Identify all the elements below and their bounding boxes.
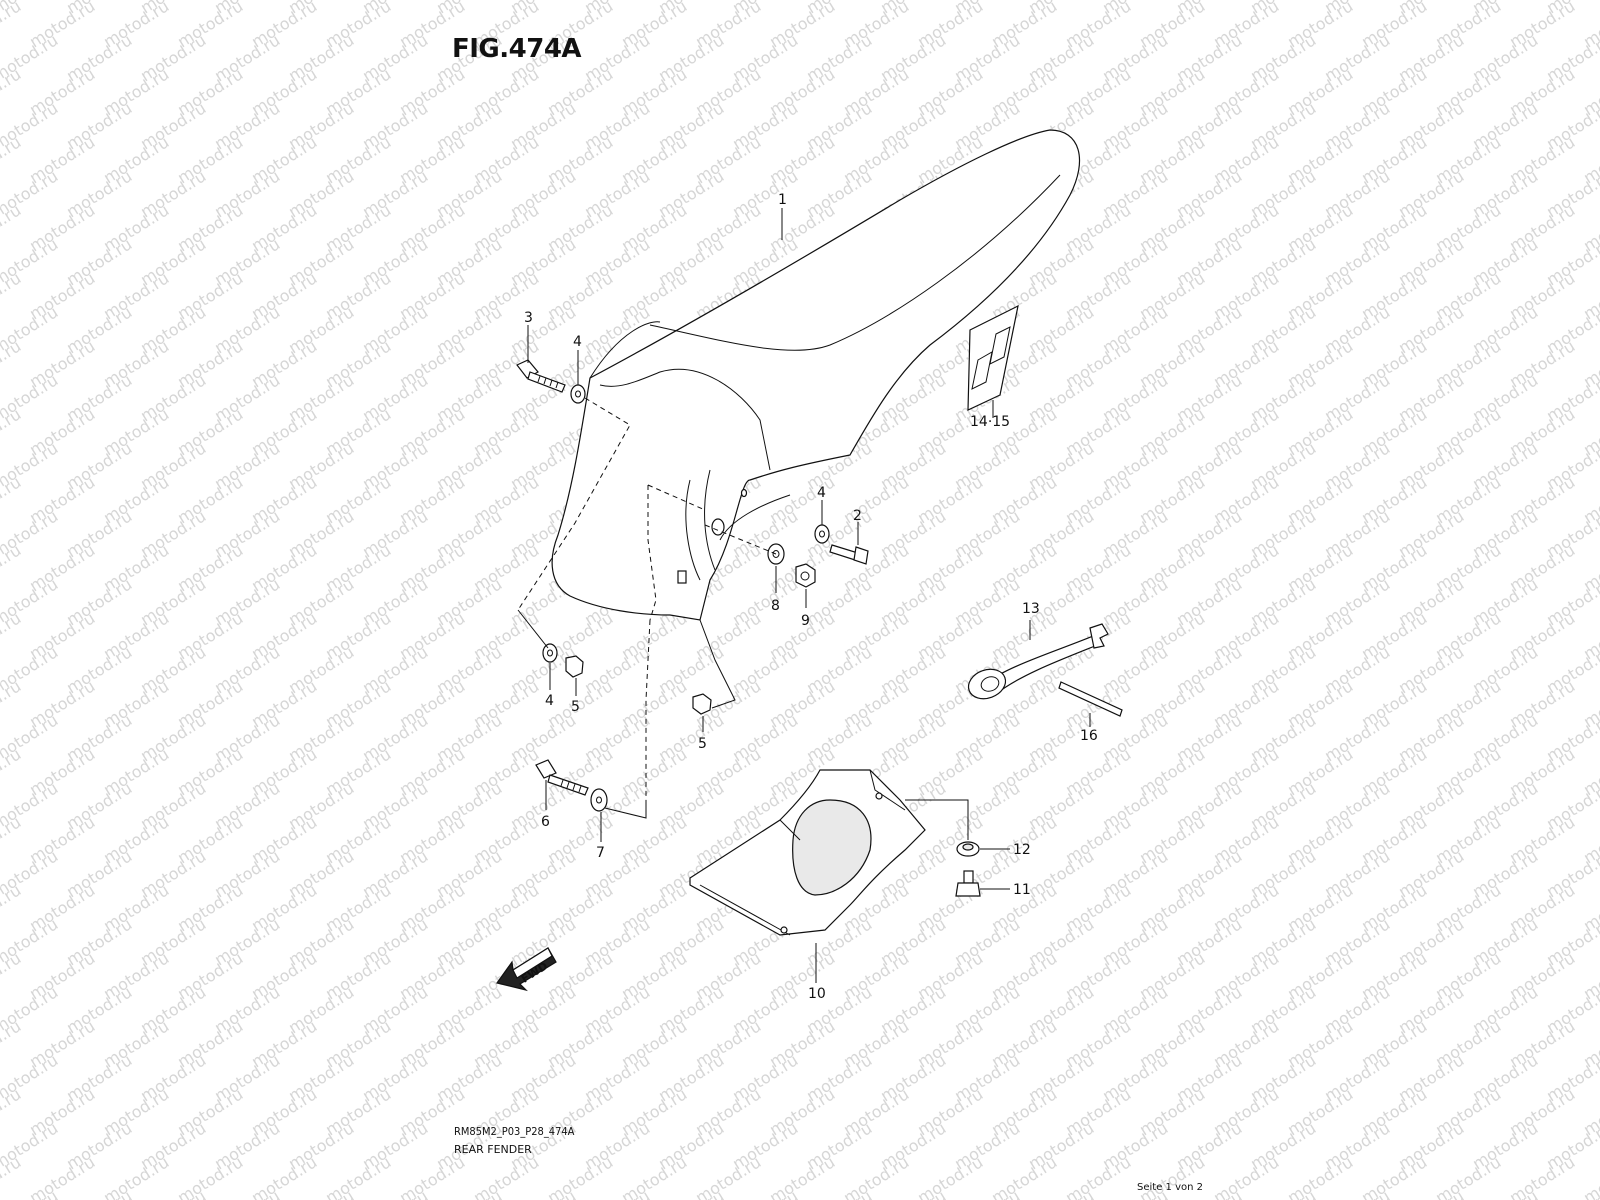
washer-4-upper-part (570, 384, 586, 404)
callout-4-right: 4 (817, 485, 826, 501)
bolt-3-part (516, 359, 566, 393)
assembly-lines (517, 397, 969, 840)
washer-7-part (590, 788, 608, 812)
bolt-6-part (535, 759, 589, 796)
callout-9: 9 (801, 613, 810, 629)
figure-code: RM85M2_P03_P28_474A (454, 1125, 575, 1138)
under-cover-part (689, 769, 926, 936)
page-indicator: Seite 1 von 2 (1137, 1182, 1203, 1193)
callout-10: 10 (808, 986, 826, 1002)
figure-name: REAR FENDER (454, 1143, 532, 1156)
callout-2: 2 (853, 508, 862, 524)
nut-5-upper-part (565, 655, 584, 678)
decal-14-15-part (967, 304, 1019, 411)
callout-3: 3 (524, 310, 533, 326)
leader-lines (527, 208, 1091, 983)
washer-12-part (956, 841, 980, 857)
callout-1: 1 (778, 192, 787, 208)
bolt-11-part (955, 870, 981, 897)
pin-16-part (1058, 681, 1123, 717)
washer-4-right-part (814, 524, 830, 544)
callout-6: 6 (541, 814, 550, 830)
callouts: 1 3 4 14·15 4 2 8 9 13 4 5 5 16 6 7 12 1… (524, 192, 1098, 1002)
callout-5-upper: 5 (571, 699, 580, 715)
callout-11: 11 (1013, 882, 1031, 898)
bolt-2-part (829, 544, 869, 565)
callout-8: 8 (771, 598, 780, 614)
rear-fender-part (551, 129, 1081, 621)
callout-4-upper: 4 (573, 334, 582, 350)
callout-14-15: 14·15 (970, 414, 1010, 430)
callout-13: 13 (1022, 601, 1040, 617)
figure-title: FIG.474A (452, 34, 582, 64)
callout-4-lower: 4 (545, 693, 554, 709)
callout-16: 16 (1080, 728, 1098, 744)
callout-12: 12 (1013, 842, 1031, 858)
washer-4-lower-part (542, 643, 558, 663)
nut-5-lower-part (692, 693, 712, 715)
nut-9-part (795, 563, 816, 588)
wrench-13-part (967, 623, 1109, 700)
callout-7: 7 (596, 845, 605, 861)
fwd-arrow-icon: FWD (495, 947, 557, 992)
callout-5-lower: 5 (698, 736, 707, 752)
